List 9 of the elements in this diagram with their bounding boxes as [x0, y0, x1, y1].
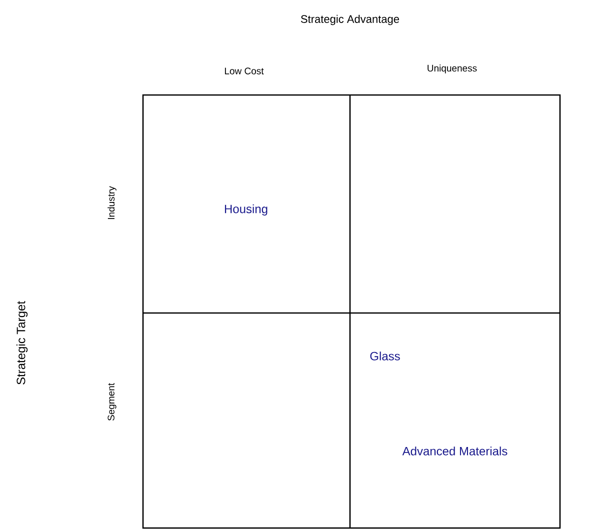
row-label: Industry	[108, 186, 116, 219]
column-label: Uniqueness	[428, 64, 477, 74]
quadrant-item: Glass	[370, 352, 400, 360]
axis-title: Strategic Advantage	[300, 14, 400, 26]
axis-title: Strategic Target	[16, 301, 28, 384]
row-label: Segment	[108, 383, 116, 421]
quadrant-item: Housing	[224, 204, 268, 216]
quadrant-item: Advanced Materials	[402, 446, 508, 456]
column-label: Low Cost	[225, 68, 264, 74]
